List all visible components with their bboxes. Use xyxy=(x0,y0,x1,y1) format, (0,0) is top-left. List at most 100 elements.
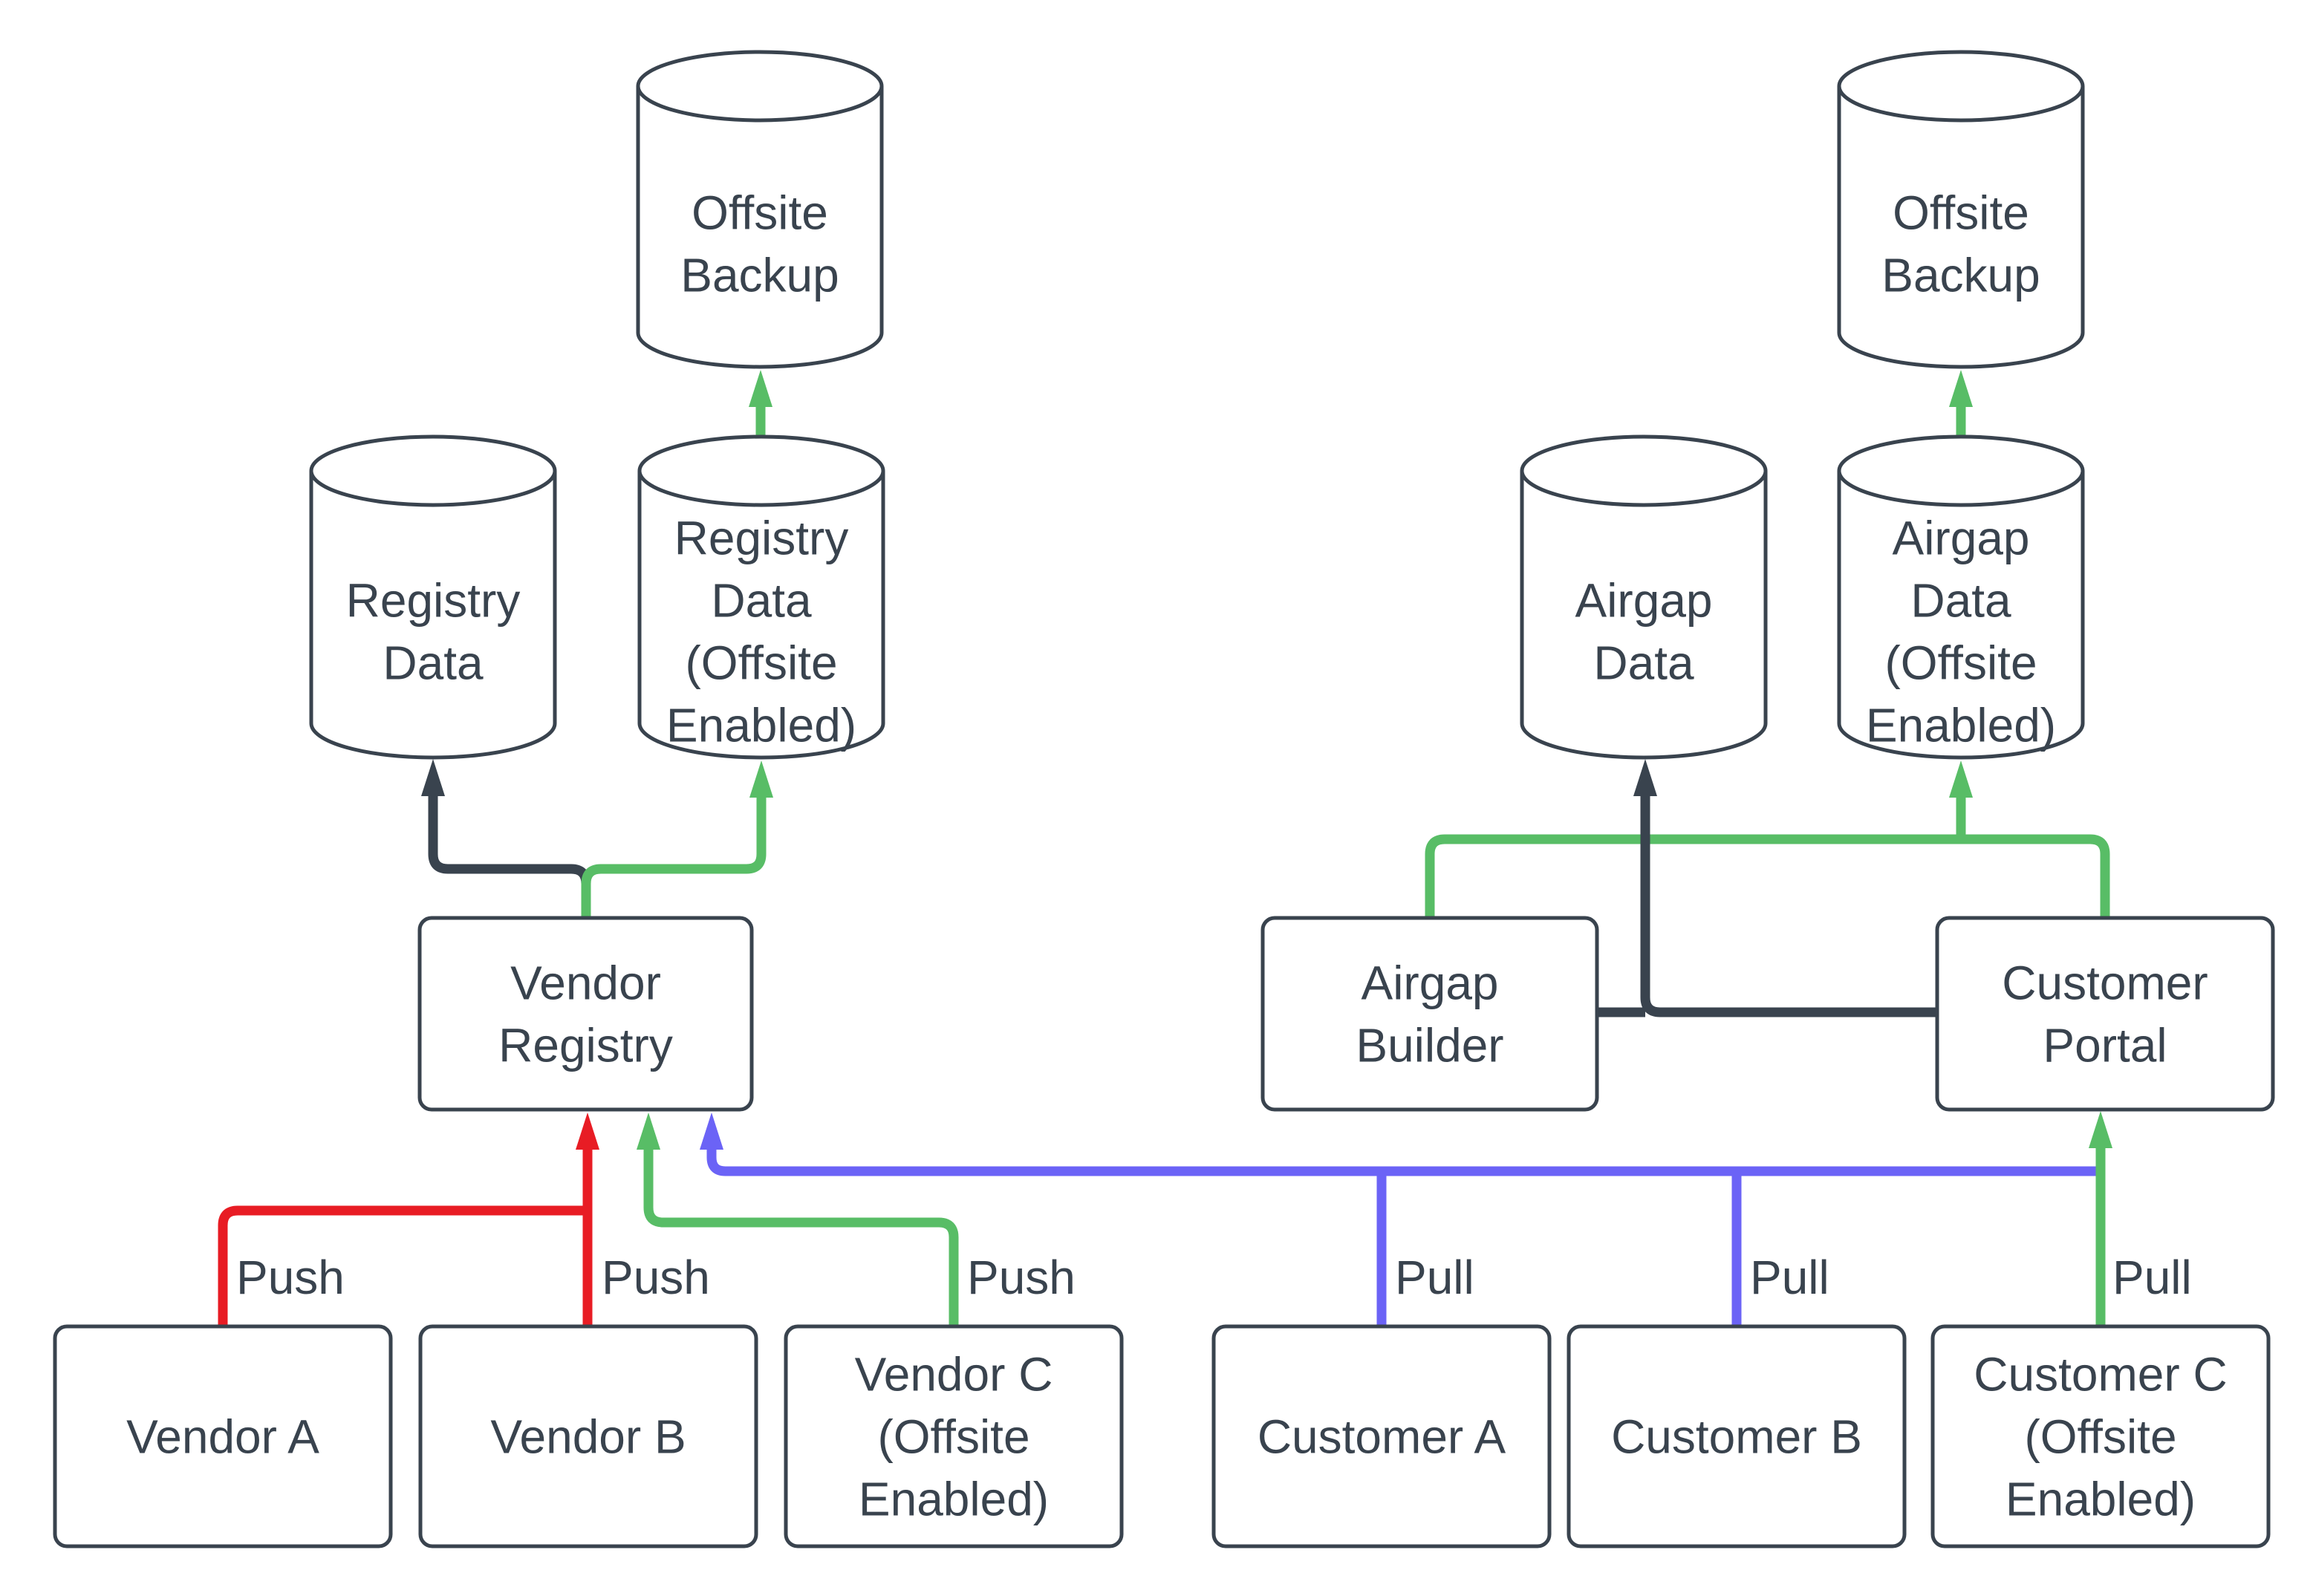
node-customer-b: Customer B xyxy=(1567,1324,1907,1548)
process-box-shape xyxy=(1930,1324,2271,1548)
node-label: Vendor A xyxy=(126,1410,319,1463)
edge-merge-to-airgap-data-offsite xyxy=(1949,760,1973,839)
cylinder-body-shape xyxy=(1837,86,2085,369)
node-label: (Offsite xyxy=(877,1410,1029,1463)
arrowhead-icon xyxy=(700,1113,723,1150)
cylinder-top-shape xyxy=(1837,50,2085,123)
process-box-shape xyxy=(53,1324,393,1548)
cylinder-body-shape xyxy=(1520,471,1768,760)
node-label: Enabled) xyxy=(666,698,856,752)
arrowhead-icon xyxy=(749,760,773,798)
edge-line xyxy=(643,1144,959,1326)
node-label: Backup xyxy=(680,248,839,302)
edge-line xyxy=(706,1144,2101,1176)
node-label: Customer A xyxy=(1258,1410,1506,1463)
node-label: Portal xyxy=(2043,1018,2167,1072)
node-label: Offsite xyxy=(1893,186,2029,239)
node-label: Data xyxy=(711,573,812,627)
node-label: Data xyxy=(383,636,484,689)
arrowhead-icon xyxy=(2089,1111,2112,1148)
arrowhead-icon xyxy=(421,759,445,796)
edge-line xyxy=(428,790,591,919)
node-label: Vendor C xyxy=(855,1347,1053,1401)
edge-line xyxy=(1961,834,2110,918)
edge-label-pull-label-customer-b: Pull xyxy=(1750,1251,1829,1304)
cylinder-top-shape xyxy=(636,50,884,123)
node-label: (Offsite xyxy=(685,636,837,689)
edge-airgap-builder-to-offsite-merge xyxy=(1425,834,1961,918)
cylinder-body-shape xyxy=(1837,471,2085,760)
process-box-shape xyxy=(1935,916,2275,1112)
cylinder-body-shape xyxy=(636,86,884,369)
cylinder-top-shape xyxy=(1520,434,1768,507)
edge-airgap-offsite-to-backup xyxy=(1949,370,1973,435)
node-label: Backup xyxy=(1881,248,2040,302)
edge-vendor-registry-to-registry-data-offsite xyxy=(581,760,773,919)
node-label: (Offsite xyxy=(2024,1410,2176,1463)
edge-registry-offsite-to-backup xyxy=(749,370,772,435)
process-box-shape xyxy=(1567,1324,1907,1548)
edge-line xyxy=(1425,834,1961,918)
arrowhead-icon xyxy=(637,1113,660,1150)
edge-line xyxy=(1640,790,1937,1017)
edge-label-push-label-vendor-a: Push xyxy=(236,1251,345,1304)
node-label: Customer B xyxy=(1611,1410,1862,1463)
node-label: Vendor xyxy=(510,956,661,1009)
edge-customer-portal-to-offsite-merge xyxy=(1961,834,2110,918)
edge-pull-customer-c xyxy=(2089,1111,2112,1326)
node-label: Offsite xyxy=(692,186,828,239)
process-box-shape xyxy=(1211,1324,1552,1548)
cylinder-top-shape xyxy=(637,434,885,507)
node-label: Airgap xyxy=(1362,956,1499,1009)
edge-push-vendor-b xyxy=(576,1113,599,1326)
arrowhead-icon xyxy=(1633,759,1657,796)
edge-push-vendor-c xyxy=(637,1113,959,1326)
node-label: Airgap xyxy=(1575,573,1713,627)
process-box-shape xyxy=(784,1324,1124,1548)
cylinder-body-shape xyxy=(637,471,885,760)
cylinder-top-shape xyxy=(309,434,557,507)
edge-line xyxy=(581,792,767,919)
node-vendor-b: Vendor B xyxy=(418,1324,758,1548)
node-customer-a: Customer A xyxy=(1211,1324,1552,1548)
edge-pull-main-to-vendor-registry xyxy=(700,1113,2101,1176)
edge-vendor-registry-to-registry-data xyxy=(421,759,591,919)
node-vendor-a: Vendor A xyxy=(53,1324,393,1548)
node-label: Data xyxy=(1593,636,1694,689)
process-box-shape xyxy=(1260,916,1599,1112)
node-label: Data xyxy=(1910,573,2011,627)
node-label: (Offsite xyxy=(1884,636,2037,689)
arrowhead-icon xyxy=(1949,760,1973,798)
cylinder-body-shape xyxy=(309,471,557,760)
edge-label-pull-label-customer-c: Pull xyxy=(2112,1251,2192,1304)
node-label: Customer C xyxy=(1974,1347,2227,1401)
arrowhead-icon xyxy=(749,370,772,407)
node-label: Registry xyxy=(346,573,521,627)
edge-push-vendor-a xyxy=(218,1205,588,1326)
node-label: Enabled) xyxy=(859,1472,1049,1525)
cylinder-top-shape xyxy=(1837,434,2085,507)
arrowhead-icon xyxy=(1949,370,1973,407)
node-label: Enabled) xyxy=(1866,698,2056,752)
process-box-shape xyxy=(418,1324,758,1548)
edge-label-pull-label-customer-a: Pull xyxy=(1395,1251,1474,1304)
node-label: Registry xyxy=(498,1018,673,1072)
node-label: Airgap xyxy=(1893,511,2030,564)
edge-line xyxy=(218,1205,588,1326)
node-label: Enabled) xyxy=(2005,1472,2196,1525)
arrowhead-icon xyxy=(576,1113,599,1150)
process-box-shape xyxy=(417,916,754,1112)
edge-label-push-label-vendor-c: Push xyxy=(967,1251,1076,1304)
